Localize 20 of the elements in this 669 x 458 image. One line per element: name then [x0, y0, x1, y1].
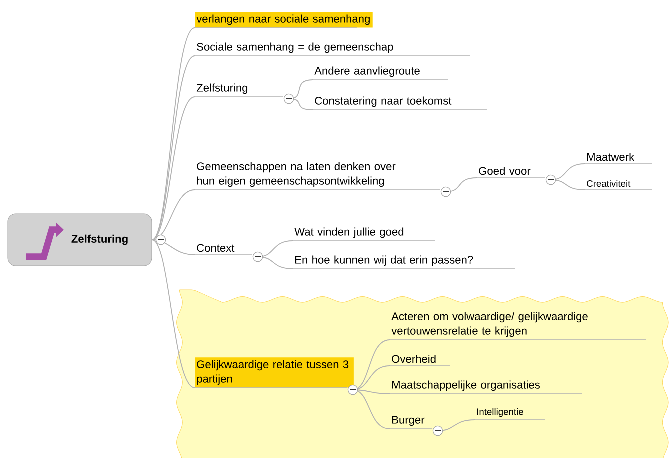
topic: Constatering naar toekomst — [312, 96, 488, 110]
topic: Sociale samenhang = de gemeenschap — [194, 42, 470, 56]
topic: Goed voor — [476, 166, 546, 178]
topic: Overheid — [390, 354, 450, 366]
topic: Context — [194, 244, 252, 256]
topic: Gelijkwaardige relatie tussen 3 partijen — [194, 358, 354, 388]
topic: Wat vinden jullie goed — [292, 228, 436, 242]
topic: Maatschappelijke organisaties — [390, 380, 582, 394]
topic: En hoe kunnen wij dat erin passen? — [292, 256, 516, 270]
central-topic: Zelfsturing — [8, 214, 152, 266]
topic: Burger — [390, 416, 432, 430]
cloud-shape — [176, 290, 669, 458]
topic: Andere aanvliegroute — [312, 66, 448, 80]
topic: verlangen naar sociale samenhang — [194, 12, 373, 28]
topic: Acteren om volwaardige/ gelijkwaardige vertouwensrelatie te krijgen — [390, 312, 646, 340]
topic: Creativiteit — [584, 180, 652, 190]
topic: Zelfsturing — [194, 84, 284, 98]
topic: Intelligentie — [474, 408, 546, 420]
topic: Maatwerk — [584, 152, 652, 164]
topic: Gemeenschappen na laten denken over hun eigen gemeenschapsontwikkeling — [194, 162, 440, 190]
